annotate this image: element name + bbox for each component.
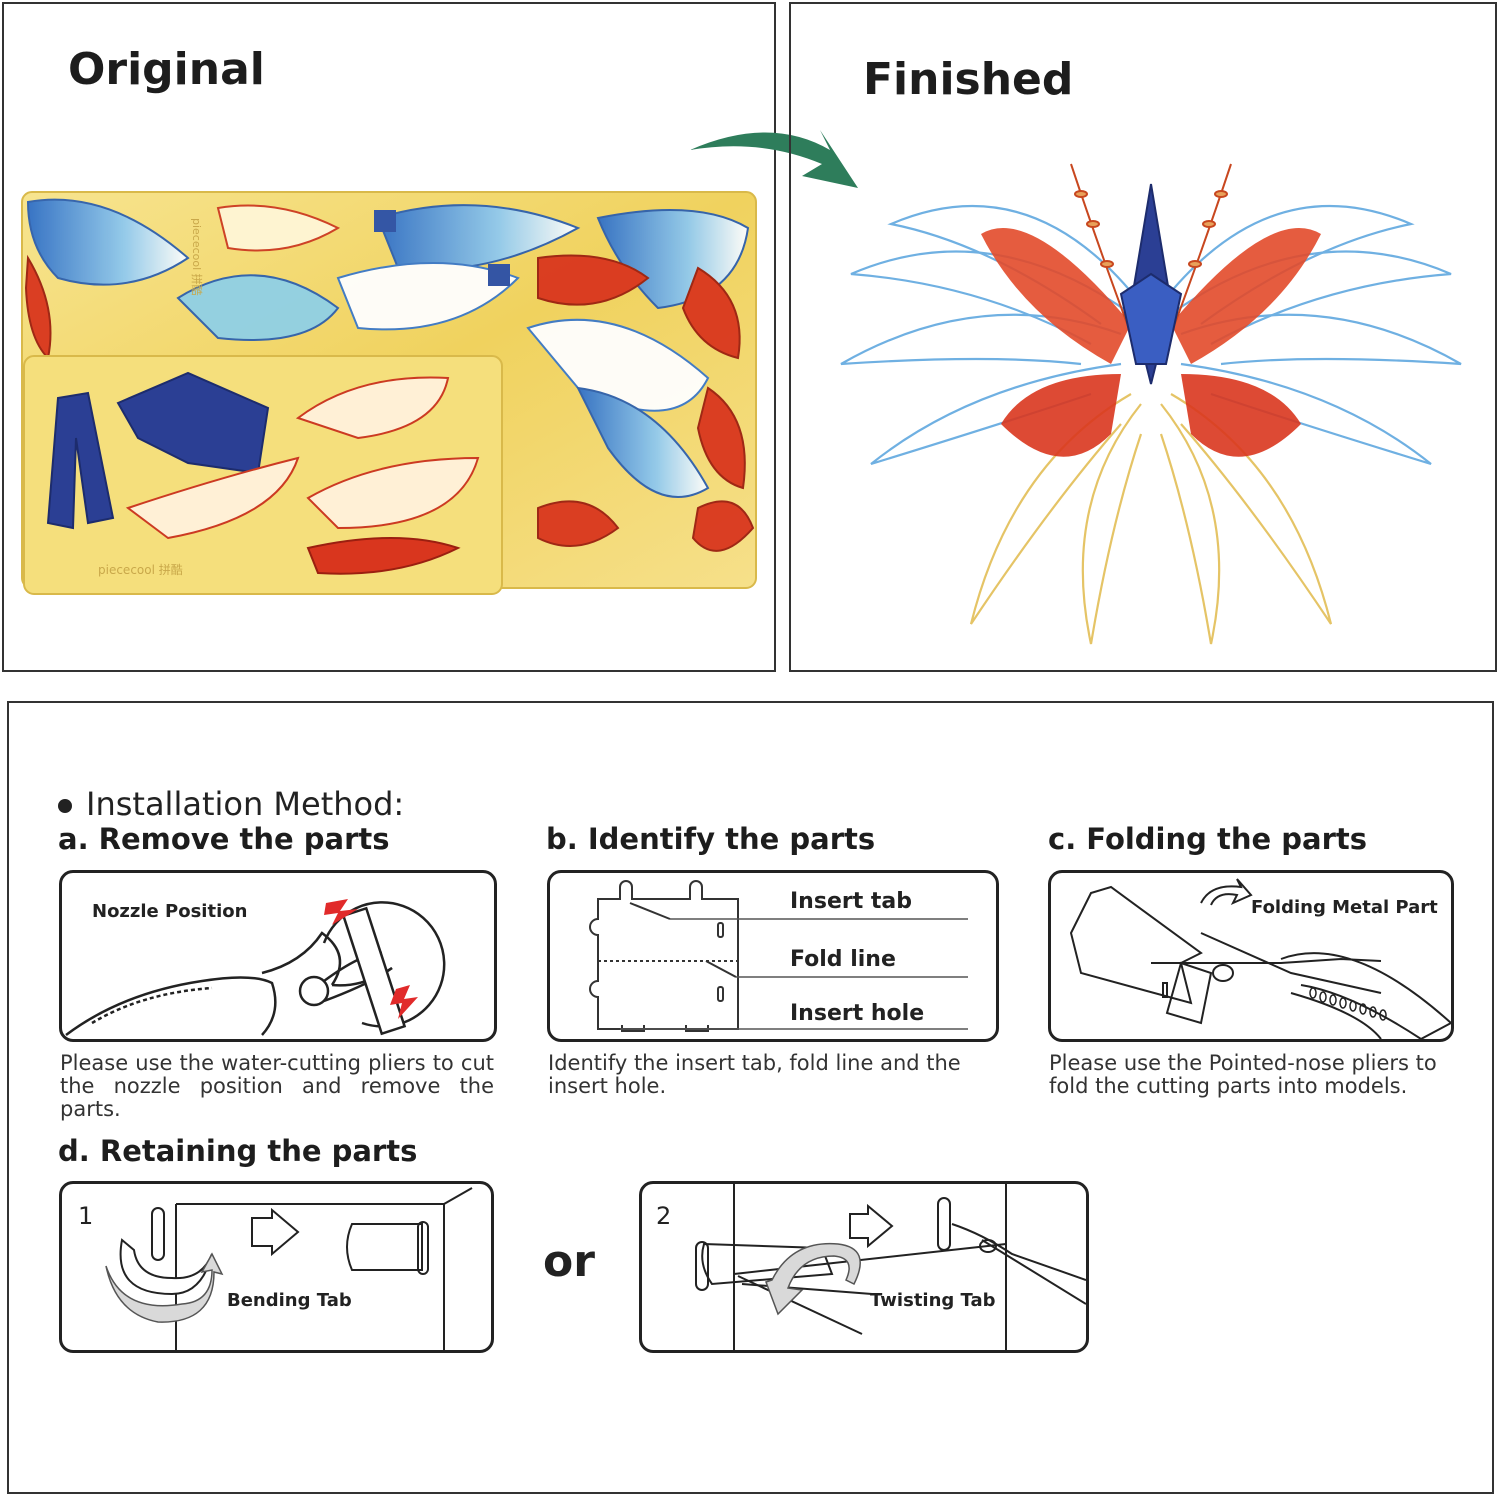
- finished-title: Finished: [863, 54, 1074, 105]
- finished-panel: Finished: [789, 2, 1497, 672]
- step-1-number: 1: [78, 1202, 94, 1230]
- section-a-box: Nozzle Position: [59, 870, 497, 1042]
- or-label: or: [543, 1236, 595, 1287]
- plate-brand-back: piececool 拼酷: [190, 218, 204, 296]
- insert-tab-label: Insert tab: [790, 889, 912, 914]
- nozzle-position-label: Nozzle Position: [92, 901, 248, 922]
- step-2-number: 2: [656, 1202, 672, 1230]
- metal-sheet-illustration: piececool 拼酷 piececool 拼酷: [21, 191, 757, 595]
- folding-metal-part-label: Folding Metal Part: [1251, 897, 1438, 918]
- section-d-title: d. Retaining the parts: [58, 1134, 418, 1168]
- plate-brand-front: piececool 拼酷: [98, 563, 183, 577]
- bending-tab-box: 1 Bending Tab: [59, 1181, 494, 1353]
- fold-line-label: Fold line: [790, 947, 896, 972]
- section-b-title: b. Identify the parts: [546, 822, 876, 856]
- section-c-title: c. Folding the parts: [1048, 822, 1368, 856]
- section-c-box: Folding Metal Part: [1048, 870, 1454, 1042]
- twisting-tab-label: Twisting Tab: [870, 1290, 996, 1311]
- bullet-icon: [58, 799, 72, 813]
- bending-tab-icon: [105, 1187, 473, 1350]
- section-a-title: a. Remove the parts: [58, 822, 390, 856]
- twisting-tab-icon: [695, 1184, 1086, 1350]
- folding-pliers-icon: [1069, 878, 1451, 1039]
- bending-tab-label: Bending Tab: [227, 1290, 352, 1311]
- section-c-caption: Please use the Pointed-nose pliers to fo…: [1049, 1051, 1437, 1098]
- section-a-caption: Please use the water-cutting pliers to c…: [60, 1051, 494, 1121]
- twisting-tab-box: 2 Twisting Tab: [639, 1181, 1089, 1353]
- section-b-caption: Identify the insert tab, fold line and t…: [548, 1051, 961, 1098]
- installation-panel: [7, 701, 1494, 1494]
- arrow-icon: [690, 130, 858, 188]
- finished-phoenix-illustration: [840, 163, 1462, 645]
- insert-hole-label: Insert hole: [790, 1001, 925, 1026]
- original-title: Original: [68, 44, 265, 95]
- part-diagram-icon: [589, 880, 968, 1032]
- heading-text: Installation Method:: [86, 785, 405, 823]
- pliers-cutting-icon: [65, 899, 446, 1037]
- section-b-box: Insert tab Fold line Insert hole: [547, 870, 999, 1042]
- installation-heading: Installation Method:: [58, 785, 404, 823]
- original-panel: Original: [2, 2, 776, 672]
